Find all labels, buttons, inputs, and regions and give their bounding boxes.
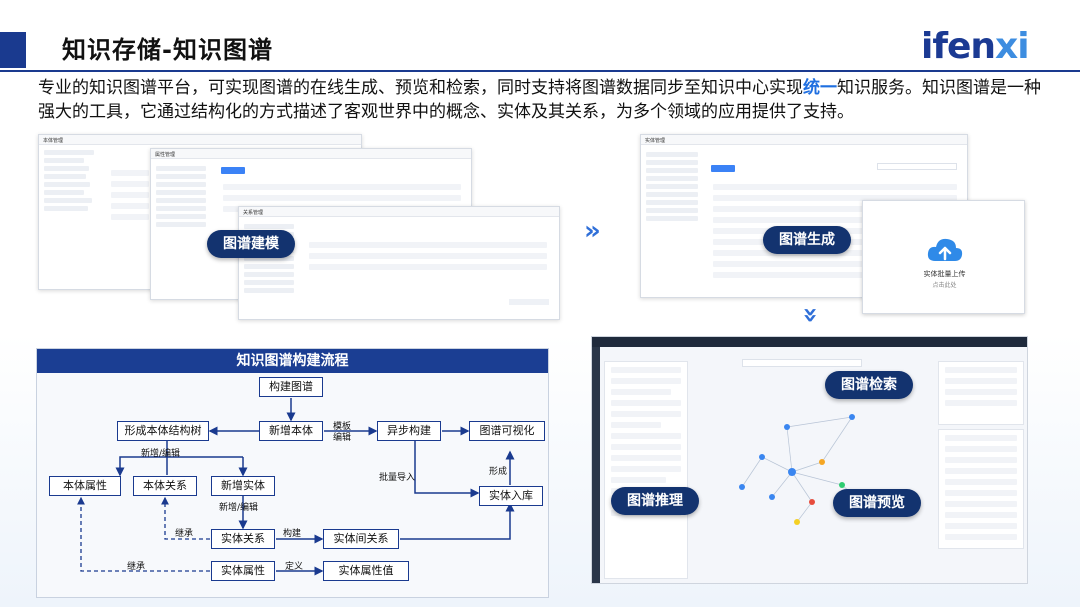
upload-title: 实体批量上传 bbox=[923, 270, 966, 278]
graph-generate-label: 图谱生成 bbox=[763, 226, 851, 254]
flow-label-construct: 构建 bbox=[283, 529, 302, 539]
entity-upload-dialog[interactable]: 实体批量上传 点击此处 bbox=[862, 200, 1025, 314]
pagination[interactable] bbox=[509, 299, 549, 305]
graph-right-panel-top bbox=[938, 361, 1024, 425]
knowledge-graph-canvas[interactable] bbox=[702, 397, 932, 537]
flow-box-entity-inter-rel: 实体间关系 bbox=[323, 529, 399, 549]
ontology-table bbox=[105, 165, 155, 225]
intro-highlight: 统一 bbox=[803, 78, 837, 98]
attribute-tree bbox=[151, 163, 211, 230]
logo-main: ifen bbox=[921, 26, 996, 67]
flow-box-entity-rel: 实体关系 bbox=[211, 529, 275, 549]
flow-label-add-edit-mid: 新增/编辑 bbox=[219, 503, 259, 513]
flow-box-graph-visual: 图谱可视化 bbox=[469, 421, 545, 441]
intro-text-after: 知识服务。知识图谱是一种强大的工具，它通过结构化的方式描述了客观世界中的概念、实… bbox=[38, 78, 1041, 122]
attribute-panel-title: 属性管理 bbox=[151, 149, 471, 159]
logo-accent: xi bbox=[995, 26, 1030, 67]
flow-label-define: 定义 bbox=[285, 562, 304, 572]
graph-sidebar bbox=[592, 347, 600, 583]
title-accent-bar bbox=[0, 32, 26, 68]
graph-modeling-label: 图谱建模 bbox=[207, 230, 295, 258]
flow-box-entity-attr-val: 实体属性值 bbox=[323, 561, 409, 581]
entity-search-input[interactable] bbox=[877, 163, 957, 170]
flow-box-ontology-tree: 形成本体结构树 bbox=[117, 421, 209, 441]
add-entity-button[interactable] bbox=[711, 165, 735, 172]
chevron-down-icon: » bbox=[795, 306, 826, 324]
ontology-tree bbox=[39, 147, 99, 214]
flow-box-entity-attr: 实体属性 bbox=[211, 561, 275, 581]
header-divider bbox=[0, 70, 1080, 72]
cloud-upload-icon bbox=[927, 238, 963, 261]
flow-box-ontology-rel: 本体关系 bbox=[133, 476, 197, 496]
graph-left-panel bbox=[604, 361, 688, 579]
entity-tree bbox=[641, 149, 703, 224]
flow-box-add-entity: 新增实体 bbox=[211, 476, 275, 496]
graph-topbar bbox=[592, 337, 1027, 347]
ontology-panel-title: 本体管理 bbox=[39, 135, 361, 145]
flow-label-inherit-2: 继承 bbox=[127, 562, 146, 572]
flow-label-template: 模板 bbox=[333, 422, 352, 432]
relation-table bbox=[303, 237, 553, 275]
graph-search-label: 图谱检索 bbox=[825, 371, 913, 399]
graph-reasoning-label: 图谱推理 bbox=[611, 487, 699, 515]
upload-subtitle[interactable]: 点击此处 bbox=[932, 282, 957, 289]
brand-logo: ifenxi bbox=[921, 26, 1030, 67]
flow-box-entity-store: 实体入库 bbox=[479, 486, 543, 506]
flow-box-async-build: 异步构建 bbox=[377, 421, 441, 441]
page-title: 知识存储-知识图谱 bbox=[62, 36, 273, 64]
flow-label-batch-import: 批量导入 bbox=[379, 473, 416, 483]
intro-paragraph: 专业的知识图谱平台，可实现图谱的在线生成、预览和检索，同时支持将图谱数据同步至知… bbox=[38, 76, 1048, 124]
flow-label-inherit-1: 继承 bbox=[175, 529, 194, 539]
flow-label-add-edit-top: 新增/编辑 bbox=[141, 449, 181, 459]
intro-text-before: 专业的知识图谱平台，可实现图谱的在线生成、预览和检索，同时支持将图谱数据同步至知… bbox=[38, 78, 803, 98]
flow-box-build-graph: 构建图谱 bbox=[259, 377, 323, 397]
flow-label-edit: 编辑 bbox=[333, 433, 352, 443]
relation-management-screen: 关系管理 bbox=[238, 206, 560, 320]
relation-panel-title: 关系管理 bbox=[239, 207, 559, 217]
chevron-right-icon: » bbox=[584, 216, 601, 246]
entity-panel-title: 实体管理 bbox=[641, 135, 967, 145]
flow-box-ontology-attr: 本体属性 bbox=[49, 476, 121, 496]
flow-box-add-ontology: 新增本体 bbox=[259, 421, 323, 441]
graph-preview-label: 图谱预览 bbox=[833, 489, 921, 517]
graph-build-flow-diagram: 知识图谱构建流程 bbox=[36, 348, 549, 598]
add-attribute-button[interactable] bbox=[221, 167, 245, 174]
flow-connectors bbox=[77, 398, 515, 576]
flow-title: 知识图谱构建流程 bbox=[37, 349, 548, 373]
flow-label-form: 形成 bbox=[489, 467, 508, 477]
graph-right-panel-list bbox=[938, 429, 1024, 549]
graph-search-input[interactable] bbox=[742, 359, 862, 367]
graph-visualization-screen bbox=[591, 336, 1028, 584]
